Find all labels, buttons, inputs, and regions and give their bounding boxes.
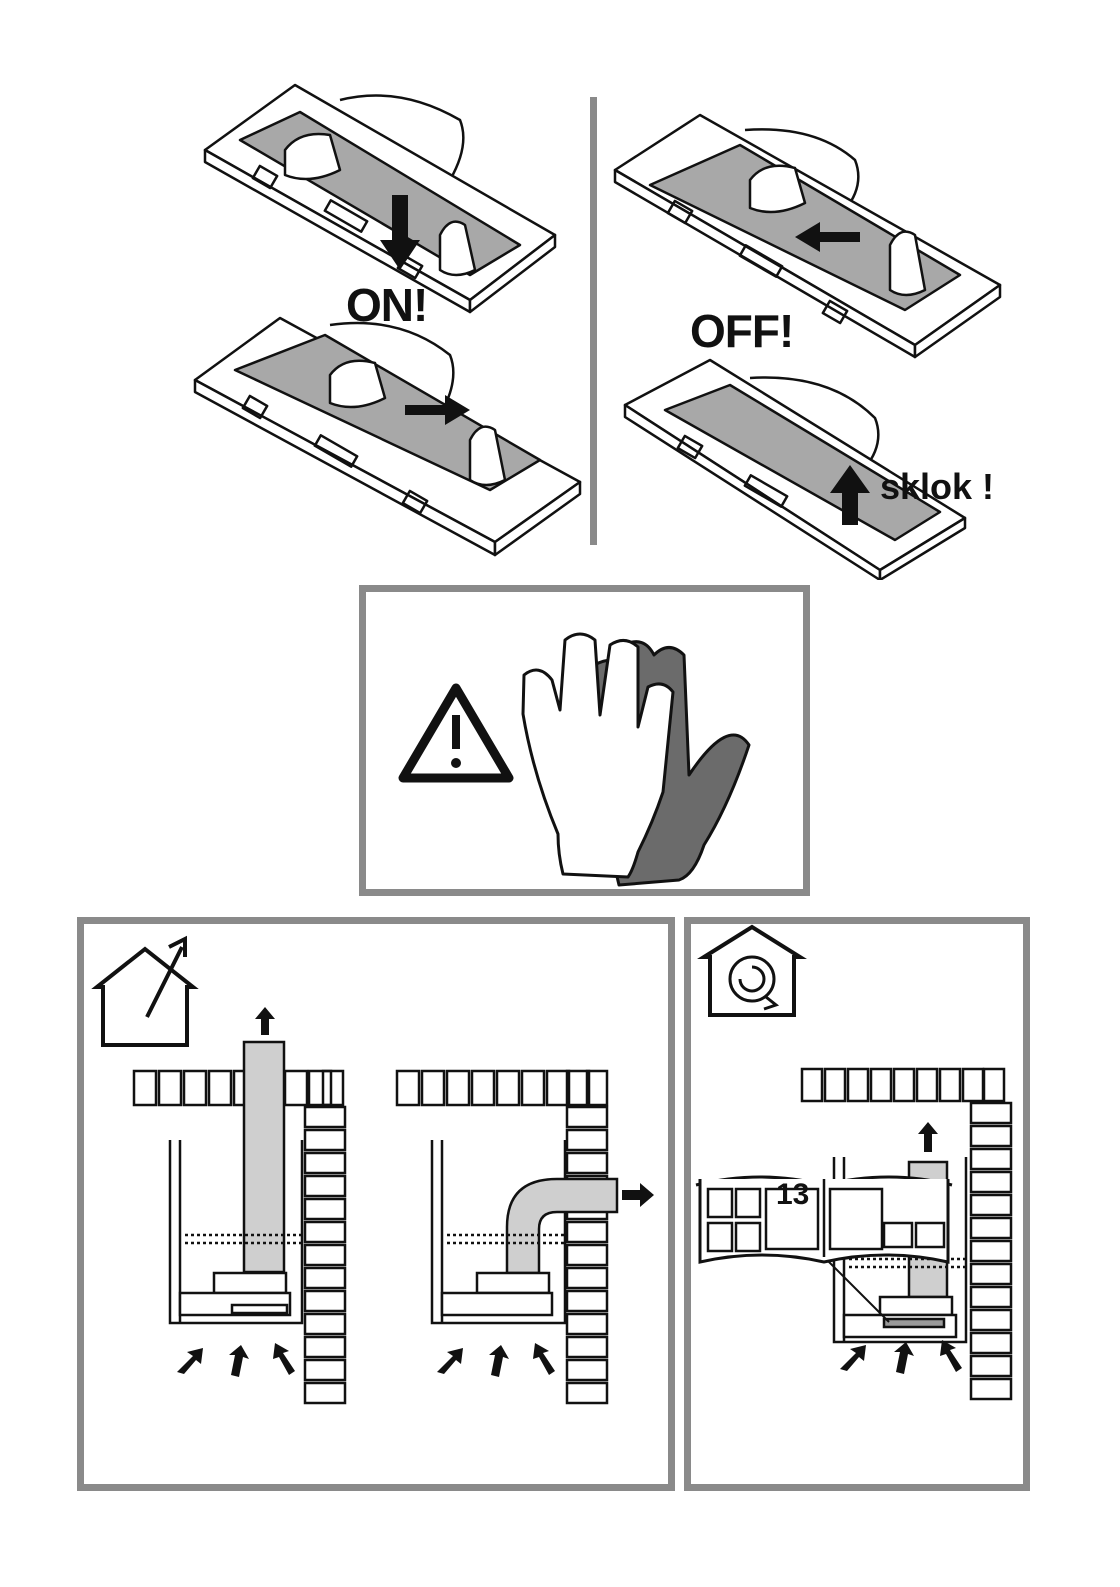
air-intake-arrow-icon (940, 1340, 962, 1372)
air-intake-arrow-icon (437, 1348, 463, 1374)
air-intake-arrow-icon (489, 1345, 509, 1377)
label-off: OFF! (690, 304, 793, 358)
air-exhaust-arrow-icon (622, 1183, 654, 1207)
protective-gloves-icon (523, 634, 749, 885)
warning-triangle-icon (403, 688, 509, 778)
step-divider (590, 97, 597, 545)
air-intake-arrow-icon (177, 1348, 203, 1374)
hood-illustration-2 (195, 318, 580, 555)
gloves-warning-art (359, 585, 810, 896)
air-intake-arrow-icon (894, 1342, 914, 1374)
duct-scene-horizontal (397, 1071, 617, 1403)
house-vent-outside-icon (97, 939, 193, 1045)
manual-booklet-icon (696, 1177, 952, 1262)
ducted-mode-art (77, 917, 675, 1491)
label-sklok: sklok ! (880, 466, 994, 508)
manual-page-number: 13 (776, 1178, 809, 1212)
air-intake-arrow-icon (273, 1343, 295, 1375)
air-intake-arrow-icon (533, 1343, 555, 1375)
air-intake-arrow-icon (229, 1345, 249, 1377)
air-intake-arrow-icon (840, 1345, 866, 1371)
air-exhaust-arrow-icon (255, 1007, 275, 1035)
air-exhaust-arrow-icon (918, 1122, 938, 1152)
label-on: ON! (346, 278, 427, 332)
recirculation-mode-art (684, 917, 1030, 1491)
house-recirculation-icon (704, 927, 800, 1015)
